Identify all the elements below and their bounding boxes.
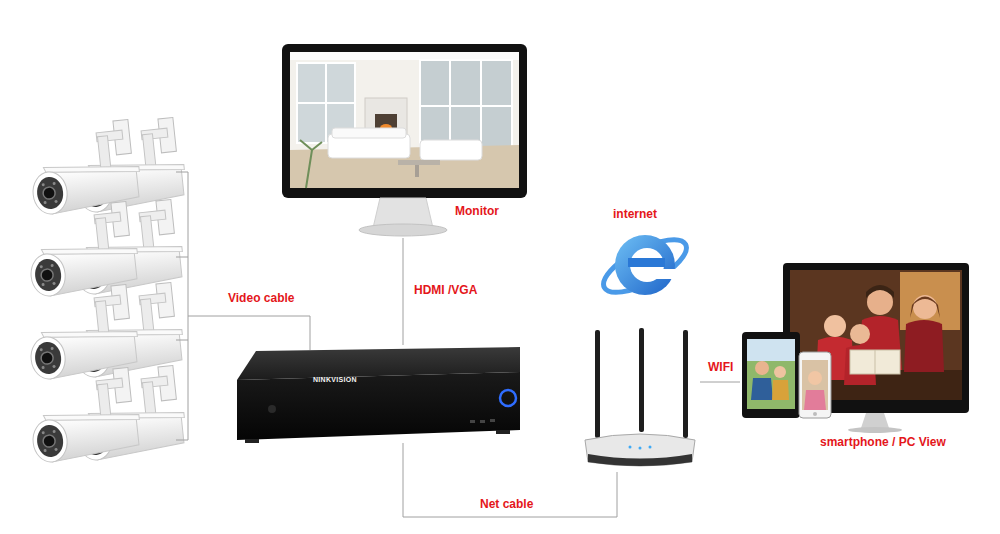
client-devices — [848, 427, 902, 433]
dvr-node: NINKVISION — [233, 345, 523, 443]
video-cable-bracket — [176, 340, 188, 341]
client-devices — [813, 412, 817, 416]
client-devices — [804, 390, 826, 410]
video-cable-bracket — [176, 172, 188, 440]
dvr-illustration — [480, 420, 485, 423]
client-devices — [772, 380, 789, 400]
router-illustration — [649, 446, 652, 449]
client-devices — [910, 297, 940, 319]
video-cable-bracket — [176, 257, 188, 258]
router-illustration — [585, 328, 695, 466]
monitor-illustration — [415, 165, 419, 177]
monitor-illustration — [420, 60, 512, 152]
dvr-illustration — [470, 420, 475, 423]
dvr-illustration — [237, 347, 520, 443]
client-devices — [747, 339, 795, 409]
internet-logo — [596, 229, 693, 302]
client-devices — [799, 352, 831, 418]
router-node: internet — [580, 205, 700, 472]
device-label: internet — [613, 207, 657, 222]
camera-group — [24, 284, 140, 381]
router-illustration — [639, 447, 642, 450]
client-devices — [866, 285, 894, 298]
client-devices — [904, 320, 944, 372]
router-illustration — [639, 328, 644, 432]
camera-group — [24, 117, 187, 464]
device-label: smartphone / PC View — [820, 435, 946, 450]
monitor-illustration — [282, 44, 527, 198]
client-devices — [861, 413, 889, 428]
monitor-illustration — [420, 60, 512, 152]
client-devices — [774, 366, 786, 378]
client-devices — [875, 350, 876, 374]
client-devices — [790, 270, 962, 400]
internet-logo — [628, 258, 665, 267]
device-label: Monitor — [455, 204, 499, 219]
client-devices — [808, 371, 822, 385]
client-devices — [824, 315, 846, 337]
client-devices — [742, 332, 800, 418]
cable-connector — [403, 443, 617, 517]
dvr-illustration — [237, 372, 520, 440]
monitor-illustration — [359, 224, 447, 236]
cable-label: Video cable — [226, 291, 296, 306]
client-devices — [755, 361, 769, 375]
cable-label: WIFI — [706, 360, 735, 375]
monitor-illustration — [398, 160, 440, 165]
cable-connector — [700, 382, 740, 383]
client-devices — [751, 378, 773, 400]
client-devices — [742, 263, 969, 433]
devices-node: smartphone / PC View — [740, 258, 972, 454]
router-illustration — [588, 454, 692, 466]
monitor-illustration — [290, 52, 519, 60]
internet-logo — [615, 235, 675, 295]
cable-label: Net cable — [478, 497, 535, 512]
internet-logo — [596, 229, 693, 302]
monitor-illustration — [282, 44, 527, 236]
monitor-node: Monitor — [280, 42, 530, 238]
client-devices — [802, 360, 828, 410]
client-devices — [783, 263, 969, 413]
dvr-illustration — [496, 430, 510, 434]
monitor-illustration — [300, 140, 322, 188]
client-devices — [850, 350, 900, 374]
client-devices — [747, 339, 795, 361]
router-illustration — [683, 330, 688, 438]
video-cable-bracket — [188, 316, 310, 350]
brand-text: NINKVISION — [313, 375, 357, 384]
router-illustration — [629, 446, 632, 449]
router-illustration — [595, 330, 600, 438]
cable-label: HDMI /VGA — [412, 283, 479, 298]
monitor-illustration — [420, 140, 482, 160]
camera-group — [24, 201, 140, 298]
dvr-illustration — [500, 390, 516, 406]
monitor-illustration — [290, 52, 519, 188]
dvr-illustration — [490, 419, 495, 422]
router-illustration — [585, 434, 695, 466]
monitor-illustration — [332, 128, 406, 138]
dvr-illustration — [268, 405, 276, 413]
cable-connector — [403, 238, 404, 345]
client-devices — [850, 324, 870, 344]
dvr-illustration — [245, 439, 259, 443]
internet-logo — [647, 269, 679, 279]
camera-group — [26, 367, 142, 464]
